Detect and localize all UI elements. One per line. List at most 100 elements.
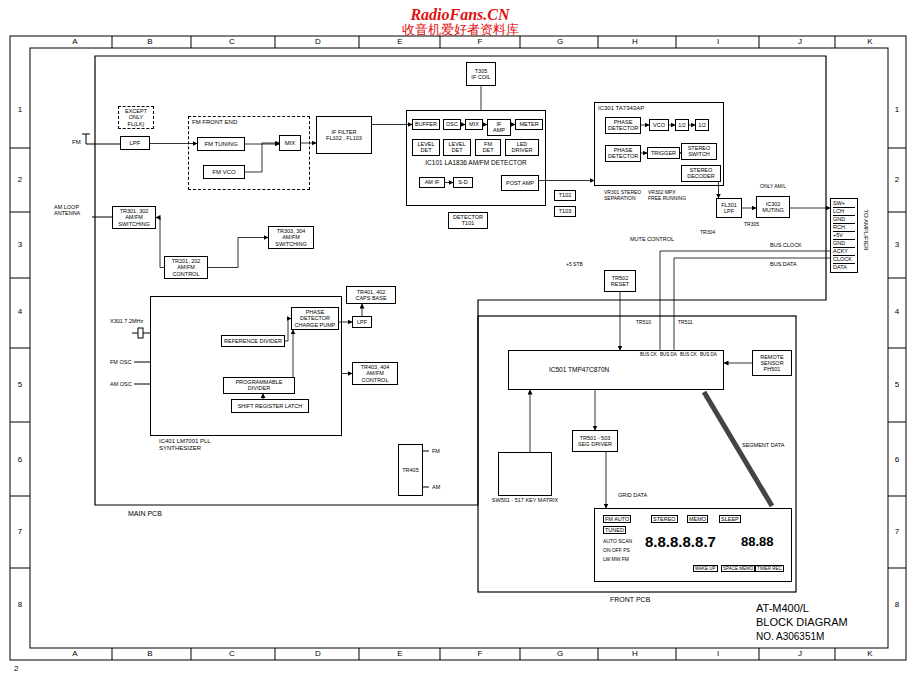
- block-text: EXCEPT: [121, 108, 151, 114]
- osc-wire: [134, 362, 150, 384]
- ic-block: IC401 LM7001 PLL SYNTHESIZERPHASE DETECT…: [150, 296, 342, 436]
- signal-connector: [362, 304, 363, 316]
- function-box: TR405: [398, 444, 423, 496]
- annotation-label: AM LOOP ANTENNA: [54, 204, 90, 217]
- signal-connector: [530, 390, 531, 452]
- title-block: AT-M400/L: [756, 602, 809, 615]
- annotation-label: AM: [432, 484, 440, 490]
- function-box: S-D: [453, 177, 473, 188]
- segment-cable: [704, 392, 772, 506]
- function-box: PHASE DETECTOR: [605, 145, 641, 162]
- title-block: NO. A306351M: [756, 631, 824, 643]
- function-box: LED DRIVER: [505, 139, 539, 156]
- watermark: RadioFans.CN: [410, 6, 509, 24]
- function-box: MIX: [279, 135, 301, 151]
- watermark: 收音机爱好者资料库: [402, 23, 519, 38]
- function-box: DETECTOR T101: [448, 212, 488, 229]
- signal-connector: [595, 390, 596, 430]
- function-box: REFERENCE DIVIDER: [221, 335, 285, 347]
- function-box: SW501 - 517 KEY MATRIX: [498, 452, 552, 496]
- annotation-label: TR510: [636, 320, 651, 326]
- function-box: TR303, 304 AM/FM SWITCHING: [268, 226, 314, 249]
- annotation-label: BUS DA: [660, 352, 677, 357]
- fm-antenna: [82, 134, 120, 144]
- function-box: FM VCO: [203, 165, 245, 179]
- terminal-pin: RCH: [833, 224, 855, 232]
- bus-wire: [660, 251, 830, 350]
- block-text: T102: [557, 192, 573, 198]
- function-box: MIX: [465, 119, 483, 130]
- outer-frame: [10, 36, 906, 660]
- terminal-pin: GND: [833, 240, 855, 248]
- block-text: TR501 - 503 SEG DRIVER: [575, 435, 615, 448]
- block-text: 1/2: [698, 122, 706, 128]
- function-box: 1/2: [695, 119, 709, 131]
- signal-connector: [620, 292, 621, 350]
- display-segment: SPACE MEMO: [721, 565, 755, 572]
- function-box: STEREO DECODER: [681, 165, 721, 182]
- function-box: REMOTE SENSORPH501: [752, 350, 792, 376]
- function-box: IF AMP: [487, 119, 511, 136]
- block-text: PH501: [755, 366, 789, 372]
- title-block: BLOCK DIAGRAM: [756, 616, 848, 629]
- grid-number: 1: [18, 105, 22, 114]
- signal-connector: [301, 143, 316, 144]
- block-text: STEREO DECODER: [684, 167, 718, 180]
- grid-letter: F: [478, 649, 483, 658]
- annotation-label: MUTE CONTROL: [630, 236, 674, 242]
- ic-block: FM AUTOSTEREOMEMOSLEEPTUNEDAUTO SCANON O…: [594, 508, 792, 582]
- function-box: T103: [554, 206, 576, 217]
- grid-letter: D: [315, 649, 321, 658]
- block-text: TR301, 302 AM/FM SWITCHING: [115, 208, 153, 227]
- signal-connector: [724, 363, 752, 364]
- annotation-label: +5 STB: [566, 262, 583, 268]
- block-text: IC101 LA1836 AM/FM DETECTOR: [407, 159, 545, 166]
- function-box: TR401, 402 CAPS BASE: [346, 286, 396, 304]
- grid-letter: K: [867, 37, 872, 46]
- block-text: BUFFER: [415, 121, 437, 127]
- display-segment: SLEEP: [719, 515, 741, 523]
- block-text: TR403, 404 AM/FM CONTROL: [355, 364, 395, 383]
- block-text: DETECTOR T101: [451, 214, 485, 227]
- block-text: T305: [469, 68, 493, 74]
- block-text: LPF: [355, 319, 369, 325]
- annotation-label: BUS DA: [700, 352, 717, 357]
- block-text: FM FRONT END: [192, 119, 237, 126]
- block-text: OSC: [446, 121, 458, 127]
- ic-block: IC301 TA7343APPHASE DETECTORVCO1/21/2PHA…: [594, 102, 724, 186]
- grid-letter: C: [229, 649, 235, 658]
- function-box: TR403, 404 AM/FM CONTROL: [352, 362, 398, 385]
- grid-letter: H: [632, 649, 638, 658]
- grid-number: 4: [895, 307, 899, 316]
- annotation-label: X301 7.2MHz: [110, 318, 143, 324]
- function-box: METER: [515, 119, 543, 130]
- terminal-pin: CLOCK: [833, 256, 855, 264]
- function-box: IC302 MUTING: [756, 196, 790, 218]
- block-text: FL102 , FL103: [319, 135, 369, 141]
- block-text: LPF: [123, 140, 147, 147]
- display-segment: ON OFF PS: [603, 548, 630, 554]
- signal-connector: [293, 330, 294, 377]
- signal-connector: [742, 208, 756, 209]
- function-box: LPF: [352, 316, 372, 328]
- block-text: METER: [518, 121, 540, 127]
- block-text: SW501 - 517 KEY MATRIX: [492, 497, 558, 503]
- grid-letter: H: [632, 37, 638, 46]
- grid-number: 1: [895, 105, 899, 114]
- grid-letter: D: [315, 37, 321, 46]
- block-text: TRIGGER: [650, 150, 677, 156]
- function-box: VCO: [649, 119, 669, 131]
- block-text: LEVEL DET: [415, 141, 437, 154]
- block-text: FL301: [719, 202, 739, 208]
- function-box: TR201, 202 AM/FM CONTROL: [164, 256, 208, 279]
- block-text: IC401 LM7001 PLL SYNTHESIZER: [159, 438, 239, 452]
- function-box: EXCEPTONLY FL(LK): [118, 106, 154, 129]
- terminal-pin: LCH: [833, 208, 855, 216]
- block-text: IF COIL: [469, 74, 493, 80]
- grid-number: 4: [18, 307, 22, 316]
- annotation-label: SEGMENT DATA: [742, 442, 784, 448]
- annotation-label: BUS CK: [640, 352, 657, 357]
